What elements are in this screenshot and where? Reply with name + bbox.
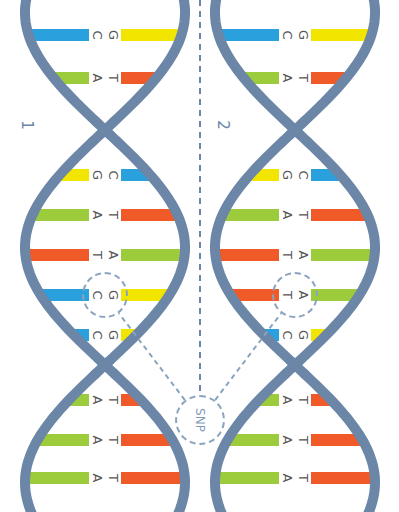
base-letter: G: [107, 30, 120, 40]
base-bar: [222, 209, 279, 221]
base-bar: [121, 472, 185, 484]
connector-line: [215, 313, 281, 400]
base-letter: G: [107, 330, 120, 340]
base-bar: [121, 29, 181, 41]
base-letter: G: [107, 290, 120, 300]
base-bar: [25, 472, 89, 484]
base-letter: C: [91, 330, 104, 339]
base-letter: G: [91, 170, 104, 180]
base-bar: [32, 209, 89, 221]
base-bar: [311, 249, 375, 261]
base-letter: G: [297, 330, 310, 340]
base-letter: C: [297, 170, 310, 179]
base-bar: [215, 472, 279, 484]
snp-connector: [119, 313, 185, 400]
base-letter: T: [297, 211, 310, 219]
base-bar: [311, 29, 371, 41]
base-letter: T: [107, 211, 120, 219]
base-letter: A: [91, 74, 104, 83]
base-letter: T: [281, 291, 294, 299]
base-letter: A: [281, 474, 294, 483]
base-bar: [219, 29, 279, 41]
base-letter: C: [281, 30, 294, 39]
base-bar: [25, 249, 89, 261]
connector-line: [119, 313, 185, 400]
base-bar: [311, 209, 368, 221]
divider-line: [199, 0, 201, 392]
base-letter: T: [107, 74, 120, 82]
base-letter: A: [91, 396, 104, 405]
base-letter: A: [91, 211, 104, 220]
base-letter: T: [297, 74, 310, 82]
snp-label: SNP: [194, 408, 206, 432]
base-bar: [121, 209, 178, 221]
snp-highlight-circle: TA: [272, 272, 318, 318]
base-letter: A: [91, 474, 104, 483]
base-letter: A: [297, 291, 310, 300]
base-bar: [215, 249, 279, 261]
base-letter: A: [107, 251, 120, 260]
snp-highlight-circle: CG: [82, 272, 128, 318]
base-letter: A: [281, 396, 294, 405]
base-letter: A: [281, 74, 294, 83]
base-letter: T: [107, 474, 120, 482]
base-letter: C: [281, 330, 294, 339]
base-letter: T: [297, 474, 310, 482]
base-letter: T: [281, 251, 294, 259]
dna-strand: [25, 0, 185, 512]
base-letter: T: [91, 251, 104, 259]
base-letter: A: [281, 211, 294, 220]
base-letter: A: [281, 436, 294, 445]
base-letter: G: [297, 30, 310, 40]
helix-number: 2: [215, 120, 230, 130]
base-letter: C: [107, 170, 120, 179]
base-letter: G: [281, 170, 294, 180]
base-letter: A: [91, 436, 104, 445]
base-letter: T: [107, 396, 120, 404]
base-letter: T: [107, 436, 120, 444]
base-letter: C: [91, 290, 104, 299]
base-letter: A: [297, 251, 310, 260]
helix-number: 1: [19, 120, 34, 130]
base-letter: C: [91, 30, 104, 39]
base-bar: [311, 472, 375, 484]
base-letter: T: [297, 396, 310, 404]
snp-label-circle: SNP: [175, 395, 225, 445]
base-bar: [121, 249, 185, 261]
dna-strand: [215, 0, 375, 512]
base-bar: [29, 29, 89, 41]
dna-strand: [25, 0, 185, 512]
snp-connector: [215, 313, 281, 400]
dna-strand: [215, 0, 375, 512]
base-letter: T: [297, 436, 310, 444]
